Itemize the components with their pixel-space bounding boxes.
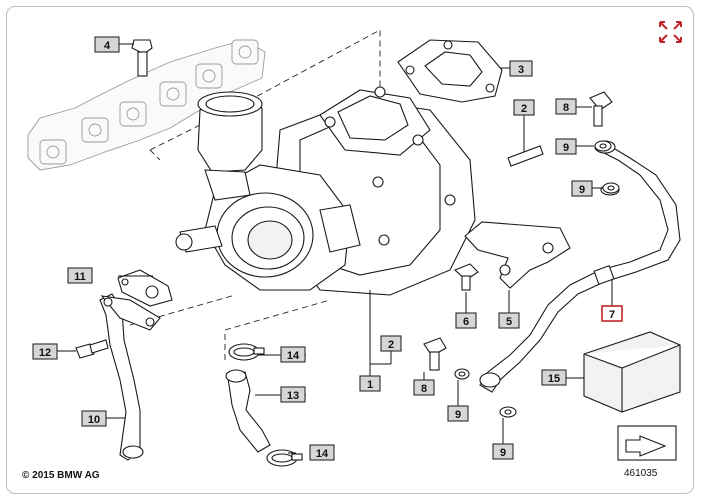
oil-return-pipe	[99, 293, 161, 461]
callout-9-a[interactable]: 9	[555, 138, 577, 155]
callout-3[interactable]: 3	[509, 60, 533, 77]
expand-arrows-icon[interactable]	[659, 21, 682, 43]
coolant-hose	[225, 369, 271, 453]
callout-8-top[interactable]: 8	[555, 98, 577, 115]
svg-text:7: 7	[609, 309, 615, 321]
svg-text:9: 9	[579, 184, 585, 196]
banjo-bolt-lower	[423, 337, 447, 371]
svg-text:10: 10	[88, 414, 100, 426]
svg-text:8: 8	[563, 102, 569, 114]
svg-text:2: 2	[388, 339, 394, 351]
svg-text:1: 1	[367, 379, 373, 391]
turbocharger	[175, 86, 476, 296]
svg-text:11: 11	[74, 271, 86, 283]
callout-6[interactable]: 6	[455, 312, 477, 329]
callout-5[interactable]: 5	[498, 312, 520, 329]
return-bolt	[75, 339, 109, 359]
diagram-number: 461035	[624, 468, 658, 479]
svg-text:14: 14	[316, 448, 329, 460]
svg-text:8: 8	[421, 383, 427, 395]
callout-8-bottom[interactable]: 8	[413, 379, 435, 396]
exhaust-manifold	[27, 39, 266, 171]
return-gasket	[117, 269, 173, 307]
callout-14-top[interactable]: 14	[280, 346, 306, 363]
callout-9-d[interactable]: 9	[492, 443, 514, 460]
bracket-bolt	[453, 263, 479, 291]
callout-2-stud[interactable]: 2	[513, 99, 535, 116]
callout-11[interactable]: 11	[67, 267, 93, 284]
callout-12[interactable]: 12	[32, 343, 58, 360]
stud-bolt	[507, 145, 544, 167]
callout-9-b[interactable]: 9	[571, 180, 593, 197]
svg-text:15: 15	[548, 373, 560, 385]
callout-13[interactable]: 13	[280, 386, 306, 403]
callout-1[interactable]: 1	[359, 375, 381, 392]
copyright-text: © 2015 BMW AG	[22, 470, 100, 481]
callout-14-bottom[interactable]: 14	[309, 444, 335, 461]
svg-text:9: 9	[455, 409, 461, 421]
callout-15[interactable]: 15	[541, 369, 567, 386]
svg-text:4: 4	[104, 40, 111, 52]
callout-9-c[interactable]: 9	[447, 405, 469, 422]
svg-text:14: 14	[287, 350, 300, 362]
svg-text:2: 2	[521, 103, 527, 115]
svg-text:12: 12	[39, 347, 51, 359]
sealing-washers	[454, 140, 620, 418]
callout-10[interactable]: 10	[81, 410, 107, 427]
callout-7[interactable]: 7	[601, 305, 623, 322]
svg-text:13: 13	[287, 390, 299, 402]
support-bracket	[464, 221, 571, 289]
banjo-bolt	[589, 91, 613, 127]
callout-2-turbo[interactable]: 2	[380, 335, 402, 352]
hose-clamps	[228, 343, 303, 467]
next-page-arrow-icon[interactable]	[617, 425, 677, 461]
leader-lines	[55, 43, 613, 454]
svg-text:9: 9	[500, 447, 506, 459]
svg-text:9: 9	[563, 142, 569, 154]
svg-text:6: 6	[463, 316, 469, 328]
gasket-kit-box	[583, 331, 681, 413]
svg-text:3: 3	[518, 64, 524, 76]
callout-4[interactable]: 4	[94, 36, 120, 53]
turbo-gasket	[397, 39, 503, 103]
svg-text:5: 5	[506, 316, 512, 328]
manifold-bolt	[131, 39, 153, 77]
